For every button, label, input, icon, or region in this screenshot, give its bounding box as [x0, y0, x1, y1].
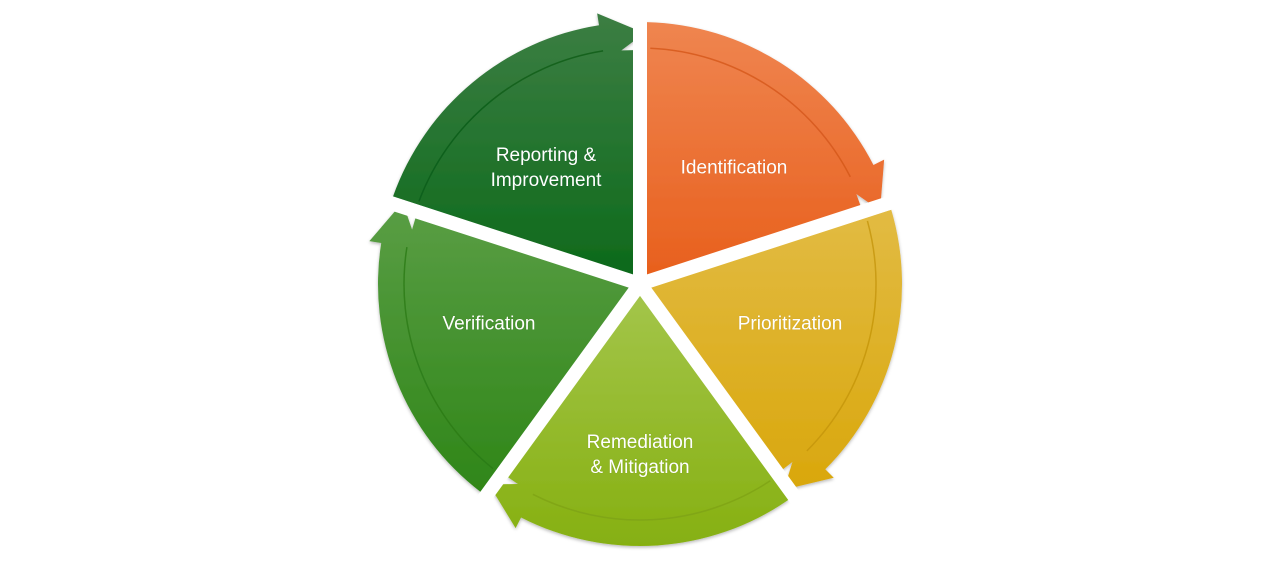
segment-label-reporting: Reporting & Improvement — [490, 145, 602, 191]
arrow-band-line-prioritization — [806, 220, 877, 452]
segment-gap — [462, 279, 646, 525]
segment-gap — [634, 279, 818, 525]
arrow-band-line-remediation — [532, 480, 771, 521]
segment-gap — [360, 187, 643, 291]
segment-identification — [645, 22, 885, 276]
segment-body-identification — [645, 22, 885, 276]
segment-label-verification: Verification — [442, 313, 536, 335]
segment-reporting — [393, 13, 645, 276]
segment-body-verification — [369, 202, 631, 492]
segment-verification — [369, 202, 631, 492]
arrow-band-line-identification — [650, 47, 851, 178]
arrow-band-line-reporting — [418, 50, 604, 202]
arrow-band-line-verification — [403, 246, 494, 470]
segment-remediation — [488, 294, 789, 546]
segment-label-prioritization: Prioritization — [737, 313, 843, 335]
segment-body-prioritization — [649, 209, 903, 490]
segment-body-remediation — [488, 294, 789, 546]
segment-label-remediation: Remediation & Mitigation — [586, 432, 694, 478]
segment-gap — [637, 187, 920, 291]
segment-prioritization — [649, 209, 903, 490]
segment-body-reporting — [393, 13, 645, 276]
segment-label-identification: Identification — [680, 157, 788, 179]
